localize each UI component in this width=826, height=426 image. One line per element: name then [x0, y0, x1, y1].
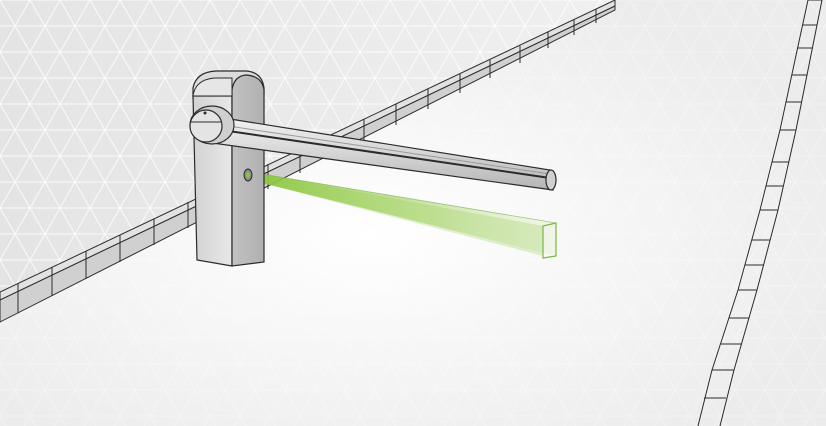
right-road-edge — [697, 0, 823, 426]
barrier-post — [192, 70, 265, 267]
arm-pivot-hub — [189, 105, 235, 145]
photocell-beam — [249, 171, 557, 259]
